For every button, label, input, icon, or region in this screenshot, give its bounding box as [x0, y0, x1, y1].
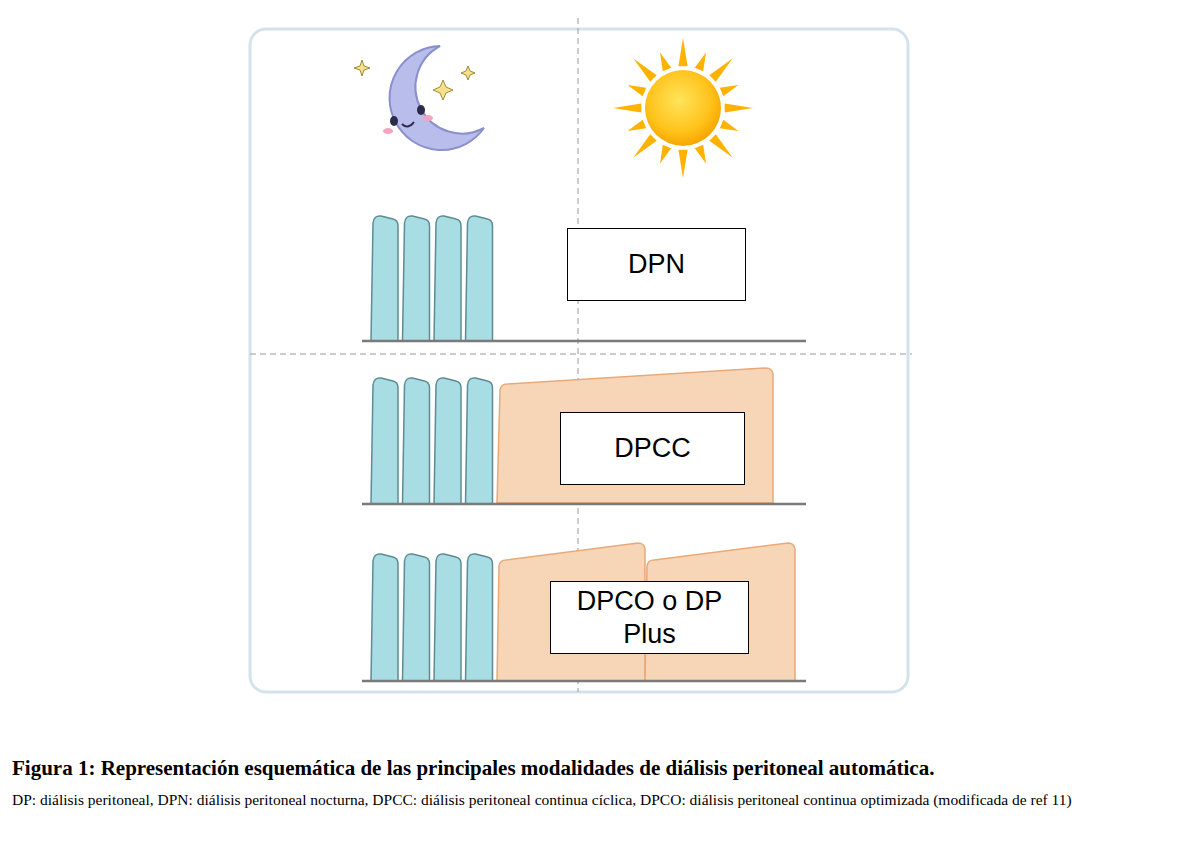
exchange-bar: [434, 216, 461, 341]
exchange-bar: [403, 554, 430, 681]
sun-ray: [720, 85, 739, 96]
sun-ray: [725, 103, 753, 112]
sun-ray: [709, 134, 732, 157]
sun-ray: [678, 150, 687, 178]
exchange-bar: [434, 554, 461, 681]
day-dwell-areas: [497, 368, 795, 681]
sun-ray: [660, 145, 671, 164]
modality-box: DPCC: [560, 412, 745, 485]
sun-ray: [720, 120, 739, 131]
exchange-bar: [371, 216, 398, 341]
sun-icon: [613, 38, 753, 178]
modality-label: DPCC: [614, 432, 691, 464]
exchange-bar: [466, 378, 493, 504]
sun-ray: [678, 38, 687, 66]
night-exchange-bars: [371, 216, 493, 681]
sun-ray: [695, 53, 706, 72]
exchange-bar: [434, 378, 461, 504]
sun-ray: [628, 85, 647, 96]
modality-label: DPN: [628, 248, 685, 280]
sun-ray: [613, 103, 641, 112]
exchange-bar: [466, 554, 493, 681]
exchange-bar: [371, 378, 398, 504]
exchange-bar: [466, 216, 493, 341]
abbreviation-note: DP: diálisis peritoneal, DPN: diálisis p…: [12, 788, 1180, 812]
moon-icon: [354, 46, 484, 150]
time-axes: [362, 341, 806, 681]
sun-ray: [634, 134, 657, 157]
modality-label: DPCO o DP Plus: [551, 585, 748, 650]
sun-ray: [695, 145, 706, 164]
panel-frame: [250, 29, 908, 692]
sun-ray: [709, 59, 732, 82]
sun-ray: [660, 53, 671, 72]
sun-ray: [634, 59, 657, 82]
modality-box: DPN: [567, 228, 746, 301]
exchange-bar: [403, 378, 430, 504]
modality-box: DPCO o DP Plus: [550, 581, 749, 654]
exchange-bar: [403, 216, 430, 341]
sun-ray: [628, 120, 647, 131]
figure-caption: Figura 1: Representación esquemática de …: [12, 756, 1180, 781]
row-divider: [250, 354, 912, 355]
exchange-bar: [371, 554, 398, 681]
